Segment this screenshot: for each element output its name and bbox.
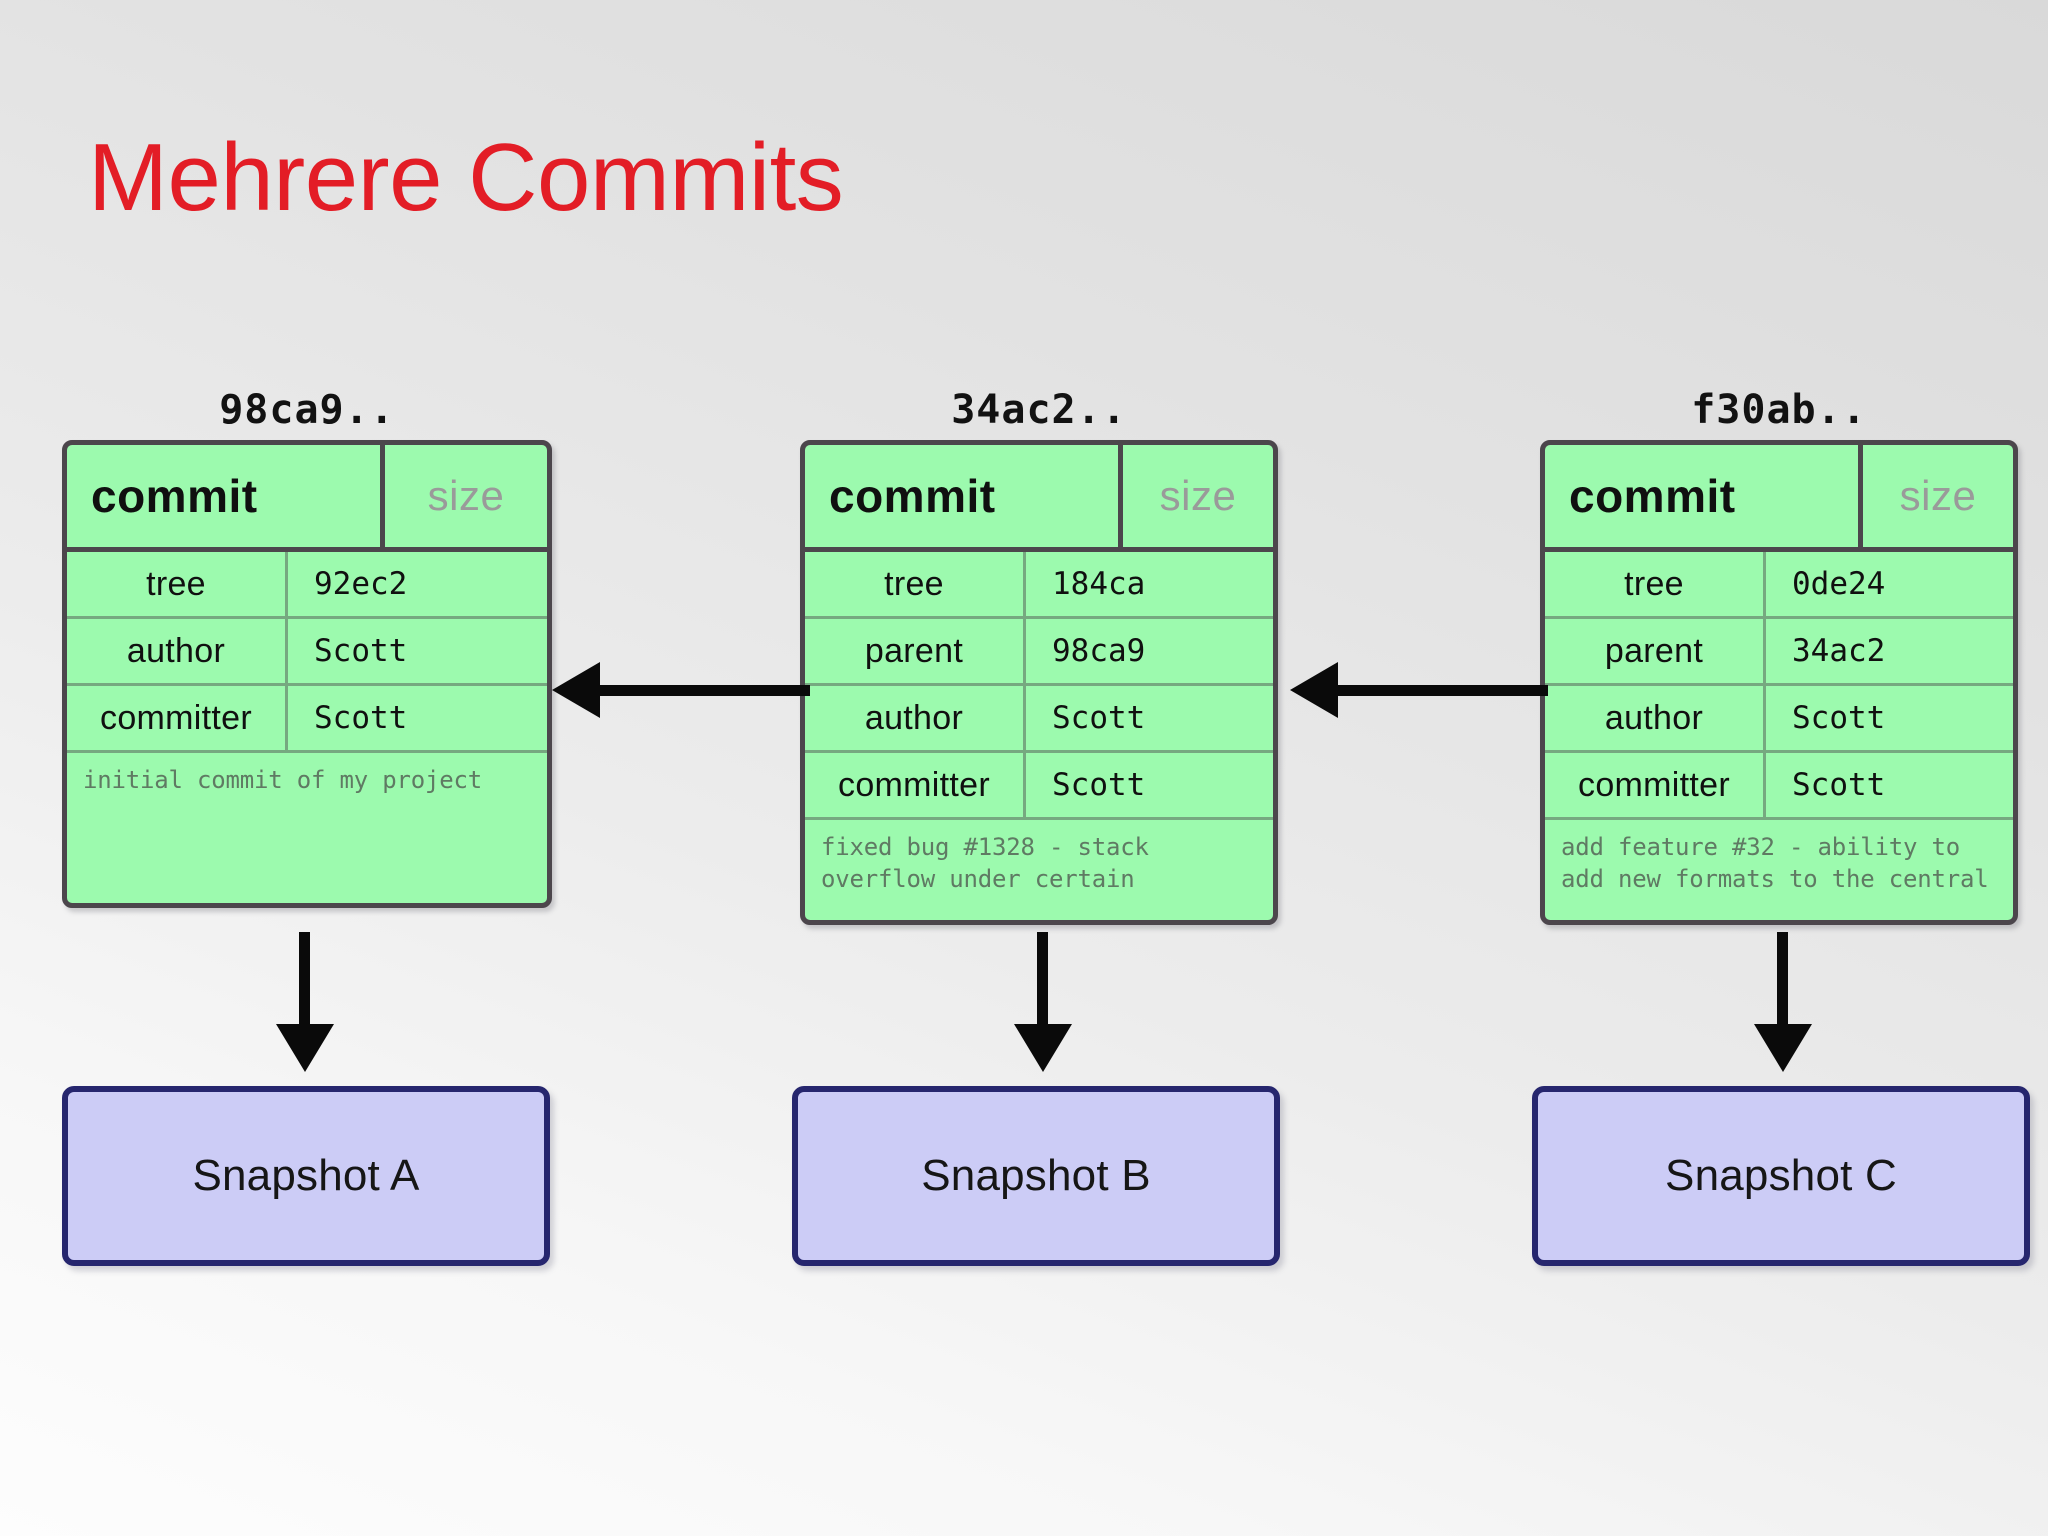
field-key: author: [1545, 686, 1766, 750]
field-value: Scott: [1052, 767, 1146, 803]
field-key: parent: [1545, 619, 1766, 683]
field-key: committer: [805, 753, 1026, 817]
commit-message-1: initial commit of my project: [83, 766, 482, 794]
field-key: author: [805, 686, 1026, 750]
commit-header-row-2: commit size: [805, 445, 1273, 552]
commit-field-row: parent 98ca9: [805, 619, 1273, 686]
field-value: Scott: [1052, 700, 1146, 736]
commit-header-row-3: commit size: [1545, 445, 2013, 552]
commit-field-row: committer Scott: [1545, 753, 2013, 820]
field-value: 34ac2: [1792, 633, 1886, 669]
snapshot-link-arrow-icon: [1008, 932, 1078, 1072]
commit-object-2[interactable]: commit size tree 184ca parent 98ca9 auth…: [800, 440, 1278, 925]
commit-column-1: 98ca9.. commit size tree 92ec2 author Sc…: [62, 386, 552, 908]
commit-field-row: parent 34ac2: [1545, 619, 2013, 686]
field-key: tree: [1545, 552, 1766, 616]
commit-field-row: author Scott: [67, 619, 547, 686]
field-value: 0de24: [1792, 566, 1886, 602]
field-key: tree: [67, 552, 288, 616]
commit-message-2: fixed bug #1328 - stack overflow under c…: [821, 833, 1149, 893]
commit-field-row: tree 184ca: [805, 552, 1273, 619]
snapshot-box-a[interactable]: Snapshot A: [62, 1086, 550, 1266]
commit-field-row: committer Scott: [805, 753, 1273, 820]
commit-column-3: f30ab.. commit size tree 0de24 parent 34…: [1540, 386, 2018, 925]
field-value: Scott: [314, 700, 408, 736]
field-value: Scott: [1792, 700, 1886, 736]
field-value: 184ca: [1052, 566, 1146, 602]
arrow-head: [1754, 1024, 1812, 1072]
field-key: committer: [67, 686, 288, 750]
commit-object-1[interactable]: commit size tree 92ec2 author Scott comm…: [62, 440, 552, 908]
parent-link-arrow-icon: [552, 660, 810, 720]
arrow-shaft: [1037, 932, 1048, 1030]
arrow-shaft: [299, 932, 310, 1030]
commit-column-2: 34ac2.. commit size tree 184ca parent 98…: [800, 386, 1278, 925]
commit-type-label-2: commit: [805, 445, 1123, 547]
commit-message-3: add feature #32 - ability to add new for…: [1561, 833, 1989, 893]
field-value: 98ca9: [1052, 633, 1146, 669]
commit-field-row: author Scott: [1545, 686, 2013, 753]
commit-hash-label-2: 34ac2..: [951, 387, 1127, 433]
commit-size-label-1: size: [427, 472, 505, 519]
arrow-head: [1014, 1024, 1072, 1072]
commit-field-row: author Scott: [805, 686, 1273, 753]
parent-link-arrow-icon: [1290, 660, 1548, 720]
commit-size-label-2: size: [1159, 472, 1237, 519]
commit-hash-label-3: f30ab..: [1691, 387, 1867, 433]
arrow-shaft: [1777, 932, 1788, 1030]
arrow-head: [276, 1024, 334, 1072]
field-key: author: [67, 619, 288, 683]
snapshot-link-arrow-icon: [270, 932, 340, 1072]
page-title: Mehrere Commits: [88, 124, 844, 231]
field-key: committer: [1545, 753, 1766, 817]
field-key: parent: [805, 619, 1026, 683]
commit-field-row: tree 92ec2: [67, 552, 547, 619]
arrow-shaft: [1332, 685, 1548, 696]
commit-field-row: tree 0de24: [1545, 552, 2013, 619]
commit-header-row-1: commit size: [67, 445, 547, 552]
field-value: Scott: [1792, 767, 1886, 803]
snapshot-box-c[interactable]: Snapshot C: [1532, 1086, 2030, 1266]
arrow-shaft: [594, 685, 810, 696]
commit-type-label-3: commit: [1545, 445, 1863, 547]
arrow-head: [552, 662, 600, 718]
field-value: Scott: [314, 633, 408, 669]
arrow-head: [1290, 662, 1338, 718]
commit-type-label-1: commit: [67, 445, 385, 547]
commit-size-label-3: size: [1899, 472, 1977, 519]
commit-hash-label-1: 98ca9..: [219, 387, 395, 433]
commit-field-row: committer Scott: [67, 686, 547, 753]
field-value: 92ec2: [314, 566, 408, 602]
field-key: tree: [805, 552, 1026, 616]
snapshot-box-b[interactable]: Snapshot B: [792, 1086, 1280, 1266]
snapshot-link-arrow-icon: [1748, 932, 1818, 1072]
commit-object-3[interactable]: commit size tree 0de24 parent 34ac2 auth…: [1540, 440, 2018, 925]
